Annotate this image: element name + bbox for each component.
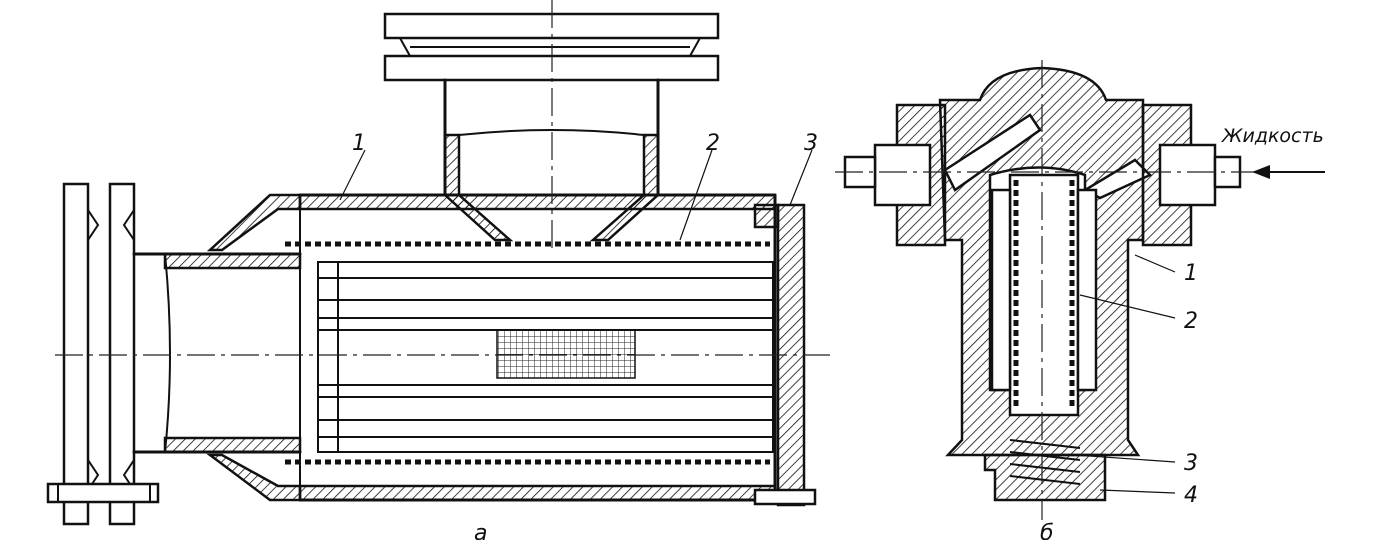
- figure-a-caption: а: [474, 521, 487, 540]
- figure-b-callout-1: 1: [1184, 261, 1198, 286]
- left-inlet-flange: [46, 182, 302, 526]
- figure-b-vertical-filter: Жидкость 1 2 3 4 б: [835, 60, 1325, 540]
- figure-a-callout-3: 3: [804, 131, 818, 156]
- housing-body-1: [206, 193, 777, 502]
- figure-a-callout-2: 2: [706, 131, 720, 156]
- figure-a-horizontal-filter: 1 2 3 а: [46, 0, 830, 540]
- figure-a-callout-1: 1: [352, 131, 366, 156]
- inlet-label: Жидкость: [1221, 125, 1324, 147]
- figure-b-callout-3: 3: [1184, 451, 1198, 476]
- filter-element-2: [1008, 173, 1080, 417]
- figure-b-caption: б: [1040, 521, 1054, 540]
- figure-b-callout-2: 2: [1184, 309, 1198, 334]
- figure-b-callout-4: 4: [1184, 483, 1198, 508]
- bottom-cap-4: [983, 453, 1107, 502]
